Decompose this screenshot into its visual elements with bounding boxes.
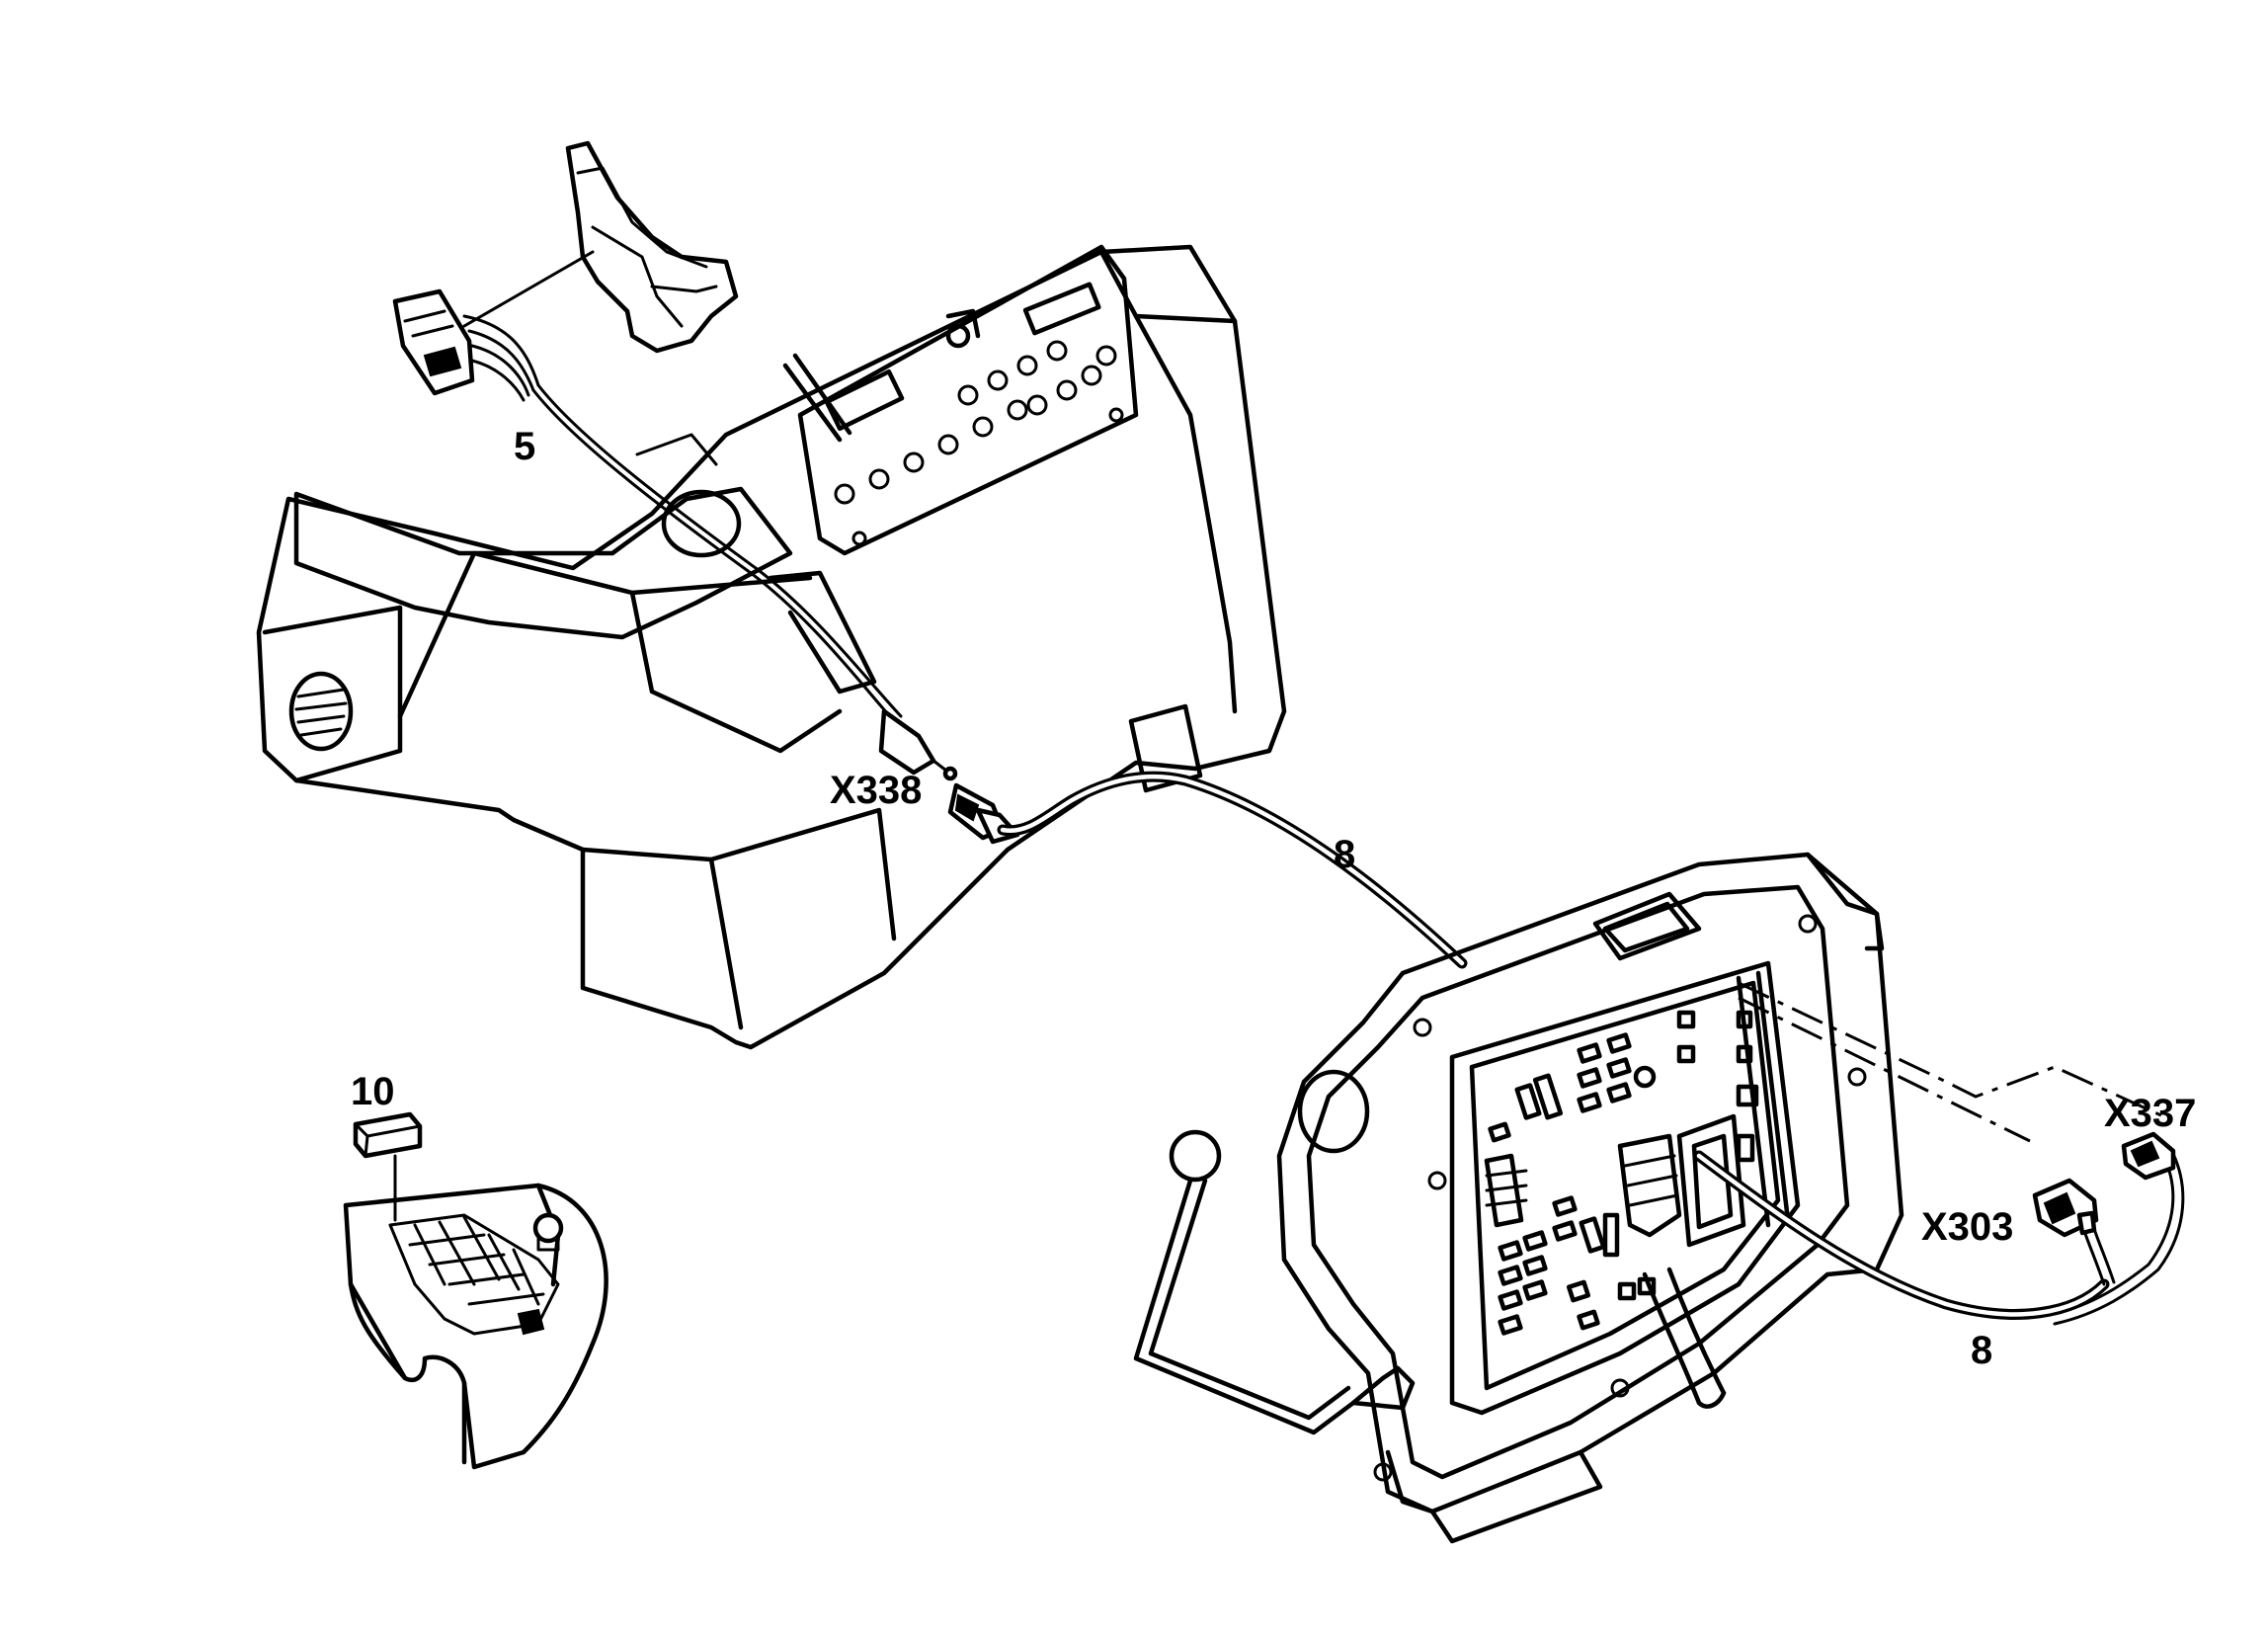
cable-part-8	[997, 771, 1468, 969]
callout-connector-x338: X338	[830, 769, 922, 812]
circuit-board-components	[1484, 1010, 1759, 1336]
conduit-pipe	[1642, 1267, 1727, 1409]
joystick-switch-connector	[392, 288, 540, 402]
cable-part-8-lower	[1693, 1150, 2185, 1326]
part-10-key-grid	[388, 1213, 560, 1336]
lever-arm	[1133, 1129, 1416, 1435]
callout-part-8-upper: 8	[1334, 833, 1355, 876]
reference-lines	[1738, 981, 2164, 1143]
lower-console-frame	[1276, 852, 1904, 1544]
callout-part-5: 5	[514, 425, 535, 468]
joystick-handle	[462, 140, 739, 354]
callout-part-10: 10	[351, 1070, 395, 1113]
panel-button-holes	[834, 340, 1124, 546]
callout-labels: 5 X338 8 10 X337 X303 8	[351, 425, 2196, 1372]
connector-x337	[2121, 1131, 2176, 1181]
callout-part-8-lower: 8	[1971, 1329, 1992, 1372]
part-10-housing	[343, 1183, 608, 1470]
upper-console-housing	[256, 244, 1287, 1050]
callout-connector-x303: X303	[1921, 1205, 2013, 1249]
callout-connector-x337: X337	[2104, 1092, 2196, 1135]
part-10-cap	[353, 1111, 423, 1222]
cable-part-5	[531, 383, 958, 781]
connector-x303	[2032, 1178, 2099, 1238]
